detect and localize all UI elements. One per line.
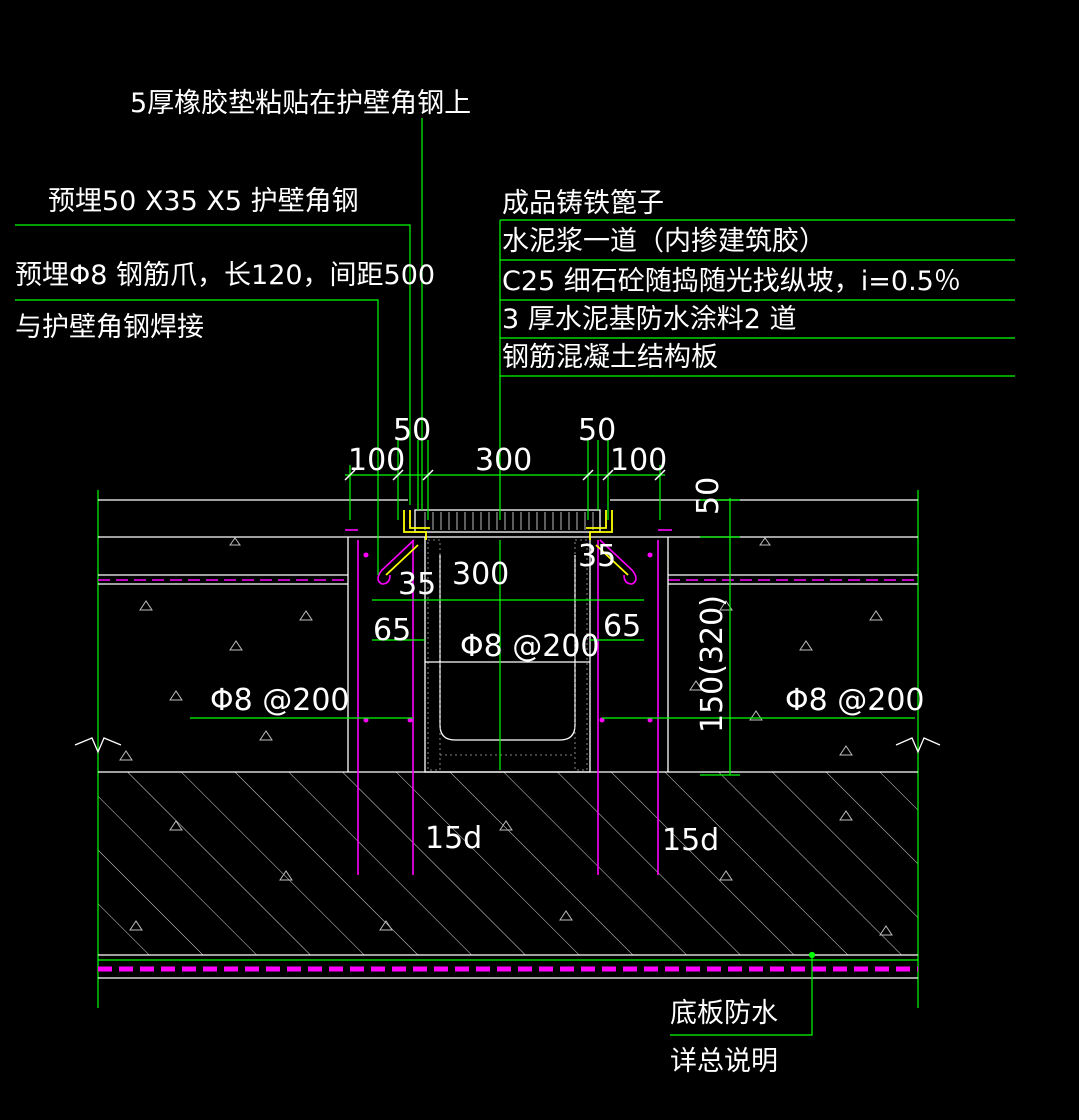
anchor-left: 15d	[425, 821, 482, 856]
dimension-texts: 50 100 300 50 100 50 300 35 35 65 65 150…	[210, 413, 925, 858]
label-rc-slab: 钢筋混凝土结构板	[502, 342, 718, 373]
dim-65-right: 65	[603, 609, 641, 644]
dim-50-vertical: 50	[691, 477, 726, 515]
dim-300-top: 300	[475, 443, 532, 478]
label-rubber-pad: 5厚橡胶垫粘贴在护壁角钢上	[130, 88, 471, 119]
label-weld-note: 与护壁角钢焊接	[15, 312, 204, 343]
label-cement-paste: 水泥浆一道（内掺建筑胶）	[502, 226, 826, 257]
dim-300-inner: 300	[452, 557, 509, 592]
label-cast-iron-grate: 成品铸铁篦子	[502, 188, 664, 219]
dim-35-right: 35	[578, 539, 616, 574]
dim-50-left: 50	[393, 413, 431, 448]
dim-100-left: 100	[348, 443, 405, 478]
dim-65-left: 65	[373, 613, 411, 648]
slab-section	[74, 490, 941, 1008]
label-see-general-notes: 详总说明	[670, 1046, 778, 1077]
label-embedded-angle: 预埋50 X35 X5 护壁角钢	[48, 186, 359, 217]
label-floor-waterproof: 底板防水	[670, 998, 778, 1029]
rebar-left: Φ8 @200	[210, 683, 350, 718]
dimension-ticks	[344, 469, 666, 481]
annotation-labels: 5厚橡胶垫粘贴在护壁角钢上 预埋50 X35 X5 护壁角钢 预埋Φ8 钢筋爪，…	[15, 88, 961, 1077]
label-c25-concrete: C25 细石砼随捣随光找纵坡，i=0.5％	[502, 266, 961, 297]
label-waterproof-coating: 3 厚水泥基防水涂料2 道	[502, 304, 797, 335]
rebar-center: Φ8 @200	[460, 629, 600, 664]
anchor-right: 15d	[662, 823, 719, 858]
angle-steel	[403, 510, 613, 540]
cast-iron-grate	[414, 509, 601, 533]
rebar-right: Φ8 @200	[785, 683, 925, 718]
dim-150-320: 150(320)	[695, 595, 730, 733]
dim-35-left: 35	[398, 567, 436, 602]
dim-50-right: 50	[578, 413, 616, 448]
rebar-layout	[345, 529, 672, 875]
dim-100-right: 100	[610, 443, 667, 478]
label-embedded-rebar-claw: 预埋Φ8 钢筋爪，长120，间距500	[15, 260, 435, 291]
